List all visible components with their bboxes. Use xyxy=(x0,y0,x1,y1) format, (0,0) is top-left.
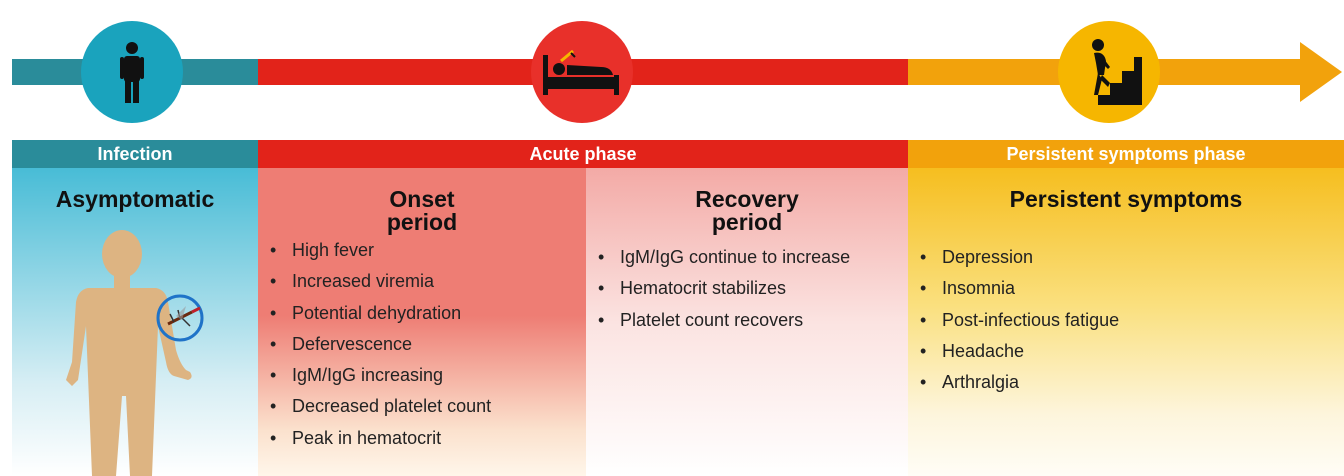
list-item: Decreased platelet count xyxy=(270,395,491,426)
acute-header: Acute phase xyxy=(258,140,908,168)
onset-heading-line1: Onset xyxy=(389,186,455,212)
list-item: Increased viremia xyxy=(270,270,491,301)
recovery-heading-line1: Recovery xyxy=(695,186,799,212)
list-item: Hematocrit stabilizes xyxy=(598,277,850,308)
acute-circle xyxy=(531,21,633,123)
persistent-header: Persistent symptoms phase xyxy=(908,140,1344,168)
list-item: IgM/IgG increasing xyxy=(270,364,491,395)
onset-panel: Onset period High fever Increased viremi… xyxy=(258,168,586,476)
recovery-panel: Recovery period IgM/IgG continue to incr… xyxy=(586,168,908,476)
list-item: Platelet count recovers xyxy=(598,309,850,340)
list-item: Potential dehydration xyxy=(270,302,491,333)
standing-person-icon xyxy=(120,42,144,103)
list-item: Headache xyxy=(920,340,1119,371)
list-item: High fever xyxy=(270,239,491,270)
asymptomatic-heading: Asymptomatic xyxy=(55,186,215,212)
persistent-heading: Persistent symptoms xyxy=(1009,186,1243,212)
recovery-heading: Recovery period xyxy=(586,188,908,234)
asymptomatic-panel: Asymptomatic xyxy=(12,168,258,476)
persistent-circle xyxy=(1058,21,1160,123)
persistent-panel: Persistent symptoms Depression Insomnia … xyxy=(908,168,1344,476)
list-item: IgM/IgG continue to increase xyxy=(598,246,850,277)
timeline-arrowhead xyxy=(1300,42,1342,102)
recovery-list: IgM/IgG continue to increase Hematocrit … xyxy=(598,246,850,340)
list-item: Post-infectious fatigue xyxy=(920,309,1119,340)
list-item: Defervescence xyxy=(270,333,491,364)
onset-heading: Onset period xyxy=(258,188,586,234)
list-item: Peak in hematocrit xyxy=(270,427,491,458)
infection-header: Infection xyxy=(12,140,258,168)
person-in-bed-icon xyxy=(543,49,619,95)
onset-heading-line2: period xyxy=(386,209,458,235)
onset-list: High fever Increased viremia Potential d… xyxy=(270,239,491,458)
infection-circle xyxy=(81,21,183,123)
recovery-heading-line2: period xyxy=(711,209,783,235)
person-climbing-stairs-icon xyxy=(1080,39,1142,105)
list-item: Arthralgia xyxy=(920,371,1119,402)
persistent-list: Depression Insomnia Post-infectious fati… xyxy=(920,246,1119,402)
list-item: Depression xyxy=(920,246,1119,277)
list-item: Insomnia xyxy=(920,277,1119,308)
human-body-with-mosquito-icon xyxy=(66,230,204,476)
